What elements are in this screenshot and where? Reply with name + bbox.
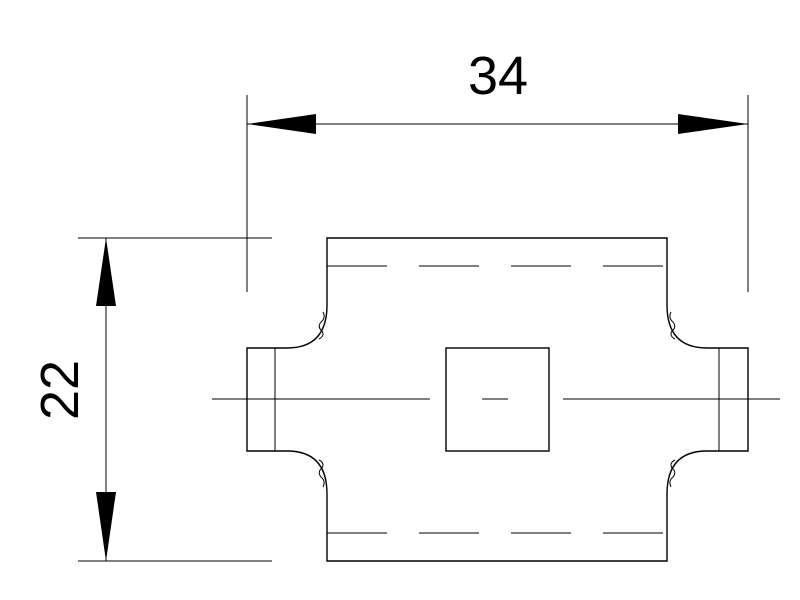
cross-shaped-profile xyxy=(246,237,749,562)
height-dimension-label: 22 xyxy=(30,360,90,420)
fillet-texture-top-left xyxy=(318,311,325,340)
width-dimension-label: 34 xyxy=(468,46,528,106)
fillet-texture-top-right xyxy=(669,311,676,340)
part-outline xyxy=(246,237,749,562)
center-square-hole xyxy=(445,347,550,452)
height-dimension: 22 xyxy=(30,237,272,562)
width-arrow-right xyxy=(678,114,748,134)
fillet-texture-bottom-right xyxy=(669,459,676,488)
width-dimension: 34 xyxy=(246,46,749,292)
height-arrow-bottom xyxy=(96,492,116,561)
height-arrow-top xyxy=(96,238,116,306)
fillet-texture-bottom-left xyxy=(318,459,325,488)
width-arrow-left xyxy=(247,114,316,134)
